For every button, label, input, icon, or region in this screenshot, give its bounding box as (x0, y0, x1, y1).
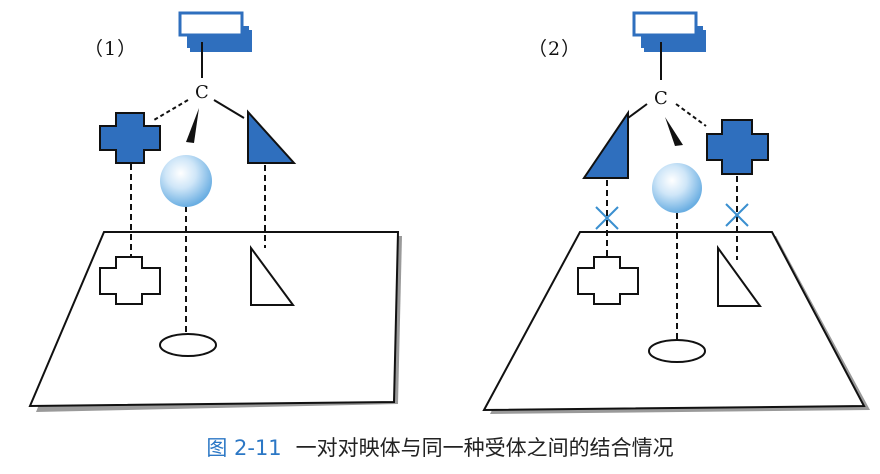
panel-1-label: （1） (84, 38, 138, 60)
bond-dashed-right-2 (675, 103, 707, 127)
cross-site-1 (99, 256, 161, 305)
sphere-site-2 (648, 339, 706, 363)
chiral-center-2: C (654, 88, 668, 109)
mismatch-mark-right (725, 203, 749, 227)
mismatch-mark-left (595, 206, 619, 230)
top-substituent-1 (178, 11, 252, 52)
cross-ligand-1 (99, 112, 161, 164)
figure-drawing: C (28, 11, 870, 414)
sphere-ligand-2 (652, 163, 702, 213)
receptor-plane-1 (28, 231, 400, 408)
triangle-ligand-2 (582, 109, 629, 179)
bond-left-2 (627, 103, 648, 119)
panel-1: C (28, 11, 402, 412)
chiral-center-1: C (195, 82, 209, 103)
panel-2-label: （2） (528, 38, 582, 60)
bond-right-1 (213, 99, 245, 119)
triangle-site-2 (717, 244, 762, 307)
bond-dashed-left-1 (153, 99, 189, 121)
top-substituent-2 (632, 11, 706, 52)
cross-site-2 (577, 256, 639, 305)
bond-wedge-2 (665, 117, 683, 146)
receptor-plane-2 (482, 231, 866, 412)
triangle-site-1 (250, 244, 295, 306)
sphere-site-1 (159, 333, 217, 357)
caption-text: 一对对映体与同一种受体之间的结合情况 (295, 436, 674, 460)
triangle-ligand-1 (247, 109, 297, 164)
panel-2: C (482, 11, 870, 414)
figure-number: 图 2-11 (206, 436, 282, 460)
cross-ligand-2 (706, 119, 769, 175)
figure-caption: 图 2-11 一对对映体与同一种受体之间的结合情况 (0, 432, 880, 462)
bond-wedge-1 (186, 108, 199, 143)
sphere-ligand-1 (160, 155, 212, 207)
